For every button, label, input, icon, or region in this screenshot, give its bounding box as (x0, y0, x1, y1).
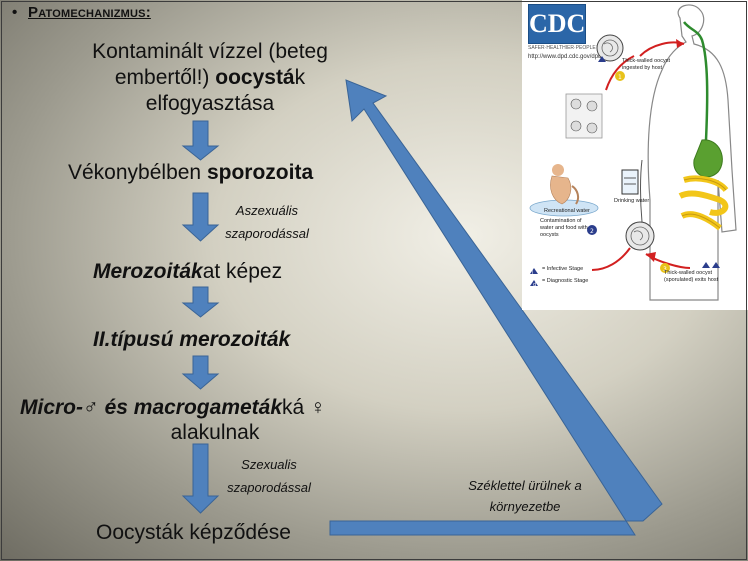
heading-text: Patomechanizmus: (28, 4, 151, 21)
cdc-legend-diagnostic: = Diagnostic Stage (542, 278, 589, 284)
cdc-logo: CDC (528, 4, 586, 44)
step-1-line-1: Kontaminált vízzel (beteg (92, 40, 328, 63)
cdc-label-exits: Thick-walled oocyst (sporulated) exits h… (664, 270, 719, 283)
note-excretion-2: környezetbe (489, 499, 561, 514)
step-3: Merozoitákat képez (93, 260, 282, 284)
svg-text:d: d (533, 282, 536, 288)
cdc-label-ingested: Thick-walled oocyst ingested by host (622, 58, 670, 71)
heading: • Patomechanizmus: (12, 4, 151, 21)
male-symbol: ♂ (83, 396, 99, 419)
step-5-suffix: ká (282, 396, 311, 419)
note-asexual-1: Aszexuális (235, 203, 299, 218)
svg-text:3: 3 (663, 266, 667, 273)
down-arrow-3 (181, 286, 220, 318)
note-sexual-2: szaporodással (227, 480, 311, 495)
note-sexual-1: Szexualis (241, 457, 297, 472)
step-5-macro: és macrogameták (98, 396, 283, 419)
cdc-url: http://www.dpd.cdc.gov/dpdx (528, 54, 605, 60)
svg-text:i: i (532, 270, 533, 276)
female-symbol: ♀ (310, 396, 326, 419)
step-5-line-1: Micro-♂ és macrogametákká ♀ (20, 396, 326, 420)
step-6: Oocysták képződése (96, 521, 291, 544)
svg-text:1: 1 (618, 74, 622, 81)
step-1-bold: oocystá (215, 66, 295, 89)
down-arrow-1 (181, 120, 220, 161)
return-arrow (329, 79, 663, 536)
step-2: Vékonybélben sporozoita (68, 161, 313, 185)
step-3-text: at képez (202, 260, 283, 283)
cdc-label-contamination: Contamination of water and food with ooc… (540, 218, 588, 238)
down-arrow-5 (181, 443, 220, 514)
step-5-line-2: alakulnak (170, 421, 260, 444)
note-asexual-2: szaporodással (225, 226, 309, 241)
svg-text:2: 2 (590, 228, 594, 235)
step-3-bold: Merozoiták (93, 260, 203, 283)
note-excretion-1: Széklettel ürülnek a (468, 478, 582, 493)
step-1-line-3: elfogyasztása (145, 92, 275, 115)
cdc-lifecycle-image: CDC SAFER·HEALTHIER·PEOPLE™ http://www.d… (522, 0, 748, 310)
step-2-text: Vékonybélben (68, 161, 207, 184)
cdc-label-drinking: Drinking water (614, 198, 650, 204)
step-1-suffix: k (294, 66, 306, 89)
cdc-label-recreational: Recreational water (544, 208, 590, 214)
heading-bullet: • (12, 4, 18, 21)
step-5-micro: Micro- (20, 396, 83, 419)
lifecycle-diagram: 1 2 3 d i (529, 4, 737, 301)
step-1-line-2: embertől!) oocysták (60, 66, 360, 90)
step-2-bold: sporozoita (206, 161, 314, 184)
down-arrow-4 (181, 355, 220, 390)
cdc-legend-infective: = Infective Stage (542, 266, 584, 272)
step-4: II.típusú merozoiták (93, 328, 291, 351)
step-1-text: embertől!) (114, 66, 216, 89)
cdc-tagline: SAFER·HEALTHIER·PEOPLE™ (528, 45, 601, 51)
down-arrow-2 (181, 192, 220, 242)
